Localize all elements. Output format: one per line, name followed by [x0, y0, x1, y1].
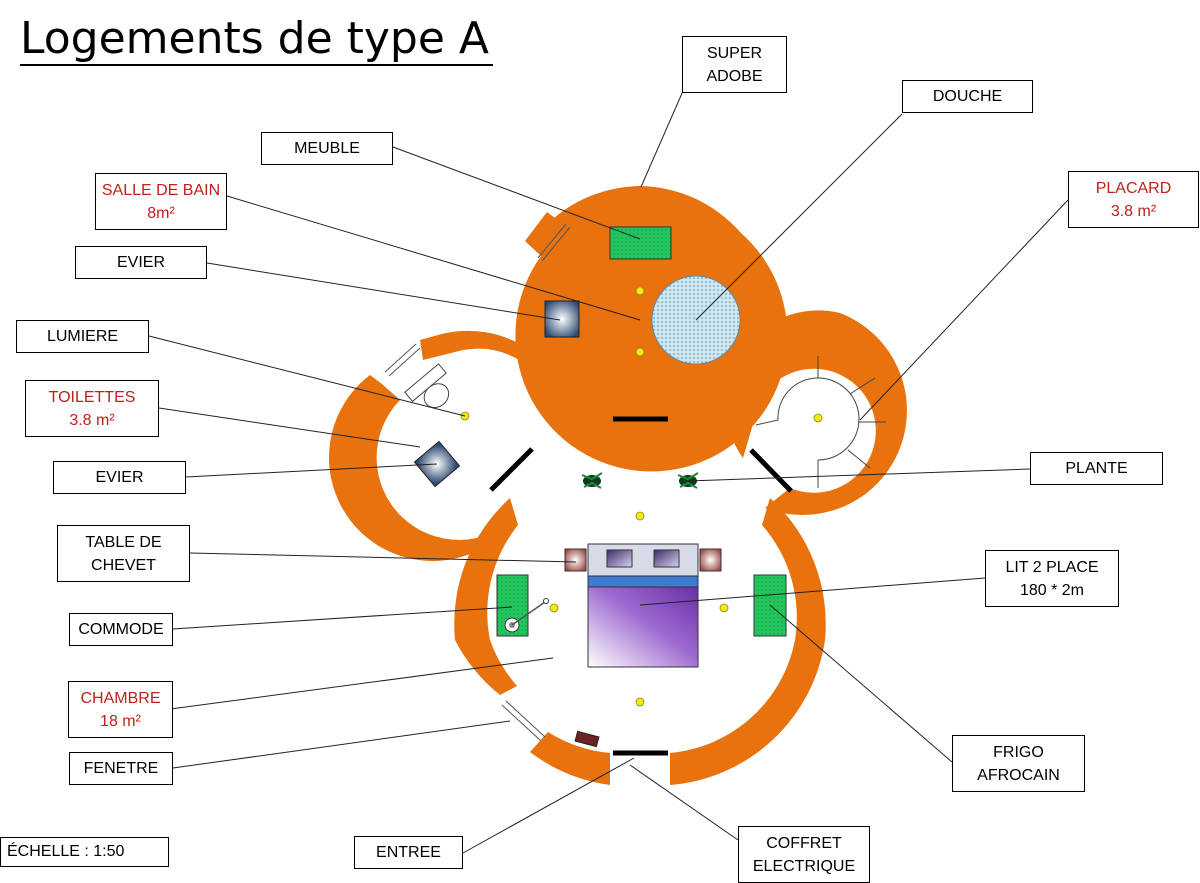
- scale-label: ÉCHELLE : 1:50: [0, 837, 169, 867]
- label-line: SALLE DE BAIN: [101, 181, 221, 199]
- walls: [328, 186, 907, 785]
- ceiling-lights: [460, 286, 823, 707]
- label-line: PLANTE: [1065, 460, 1128, 477]
- wall-bedroom-left: [454, 498, 518, 695]
- label-line: 8m²: [147, 204, 175, 222]
- windows: [384, 223, 571, 742]
- label-plante: PLANTE: [1030, 452, 1163, 485]
- thresholds: [489, 416, 793, 756]
- label-toilettes: TOILETTES 3.8 m²: [25, 380, 159, 437]
- wall-bedroom-right: [670, 498, 826, 785]
- label-lit: LIT 2 PLACE 180 * 2m: [985, 550, 1119, 607]
- label-line: ENTREE: [376, 844, 441, 861]
- label-super-adobe: SUPER ADOBE: [682, 36, 787, 93]
- label-line: ADOBE: [706, 67, 763, 85]
- wall-bathroom-ring: [554, 186, 774, 452]
- wall-toilets: [420, 330, 545, 385]
- label-line: EVIER: [95, 469, 144, 486]
- label-line: 3.8 m²: [69, 411, 115, 429]
- label-line: DOUCHE: [932, 88, 1003, 105]
- nightstand-left: [564, 548, 587, 572]
- label-line: CHEVET: [91, 556, 156, 574]
- label-line: CHAMBRE: [80, 689, 161, 707]
- label-line: 180 * 2m: [1019, 581, 1085, 599]
- label-table-de-chevet: TABLE DE CHEVET: [57, 525, 190, 582]
- label-line: ELECTRIQUE: [752, 857, 856, 875]
- bed: [587, 543, 699, 668]
- label-line: COMMODE: [78, 621, 164, 638]
- wall-closet: [725, 310, 907, 515]
- label-fenetre: FENETRE: [69, 752, 173, 785]
- label-line: AFROCAIN: [977, 766, 1060, 784]
- label-line: 18 m²: [100, 712, 141, 730]
- bathroom-cabinet: [609, 226, 672, 260]
- label-line: FENETRE: [83, 760, 159, 777]
- label-salle-de-bain: SALLE DE BAIN 8m²: [95, 173, 227, 230]
- label-line: TABLE DE: [85, 533, 162, 551]
- label-coffret: COFFRET ELECTRIQUE: [738, 826, 870, 883]
- wall-bedroom-bottom: [530, 732, 610, 785]
- label-line: PLACARD: [1095, 179, 1172, 197]
- label-entree: ENTREE: [354, 836, 463, 869]
- label-frigo: FRIGO AFROCAIN: [952, 735, 1085, 792]
- page-title: Logements de type A: [20, 14, 494, 66]
- label-commode: COMMODE: [69, 613, 173, 646]
- nightstand-right: [699, 548, 722, 572]
- label-line: EVIER: [116, 254, 165, 271]
- closet-shelves: [755, 356, 886, 488]
- electrical-box: [574, 730, 600, 748]
- label-meuble: MEUBLE: [261, 132, 393, 165]
- label-douche: DOUCHE: [902, 80, 1033, 113]
- label-line: LUMIERE: [46, 328, 119, 345]
- floor-lamp: [504, 598, 549, 633]
- label-line: TOILETTES: [48, 388, 136, 406]
- label-placard: PLACARD 3.8 m²: [1068, 171, 1199, 228]
- label-evier-toilets: EVIER: [53, 461, 186, 494]
- toilet: [404, 363, 450, 409]
- label-line: MEUBLE: [294, 140, 360, 157]
- wall-toilets-left: [328, 375, 518, 562]
- label-line: COFFRET: [766, 834, 842, 852]
- label-chambre: CHAMBRE 18 m²: [68, 681, 173, 738]
- label-lumiere: LUMIERE: [16, 320, 149, 353]
- leader-lines: [148, 90, 1069, 854]
- label-evier-bathroom: EVIER: [75, 246, 207, 279]
- label-line: 3.8 m²: [1110, 202, 1157, 220]
- sink-bathroom: [544, 300, 580, 338]
- plant-left: [581, 472, 603, 489]
- label-line: FRIGO: [993, 743, 1044, 761]
- label-line: SUPER: [706, 44, 763, 62]
- wall-bathroom-left: [521, 262, 609, 452]
- label-line: LIT 2 PLACE: [1005, 558, 1099, 576]
